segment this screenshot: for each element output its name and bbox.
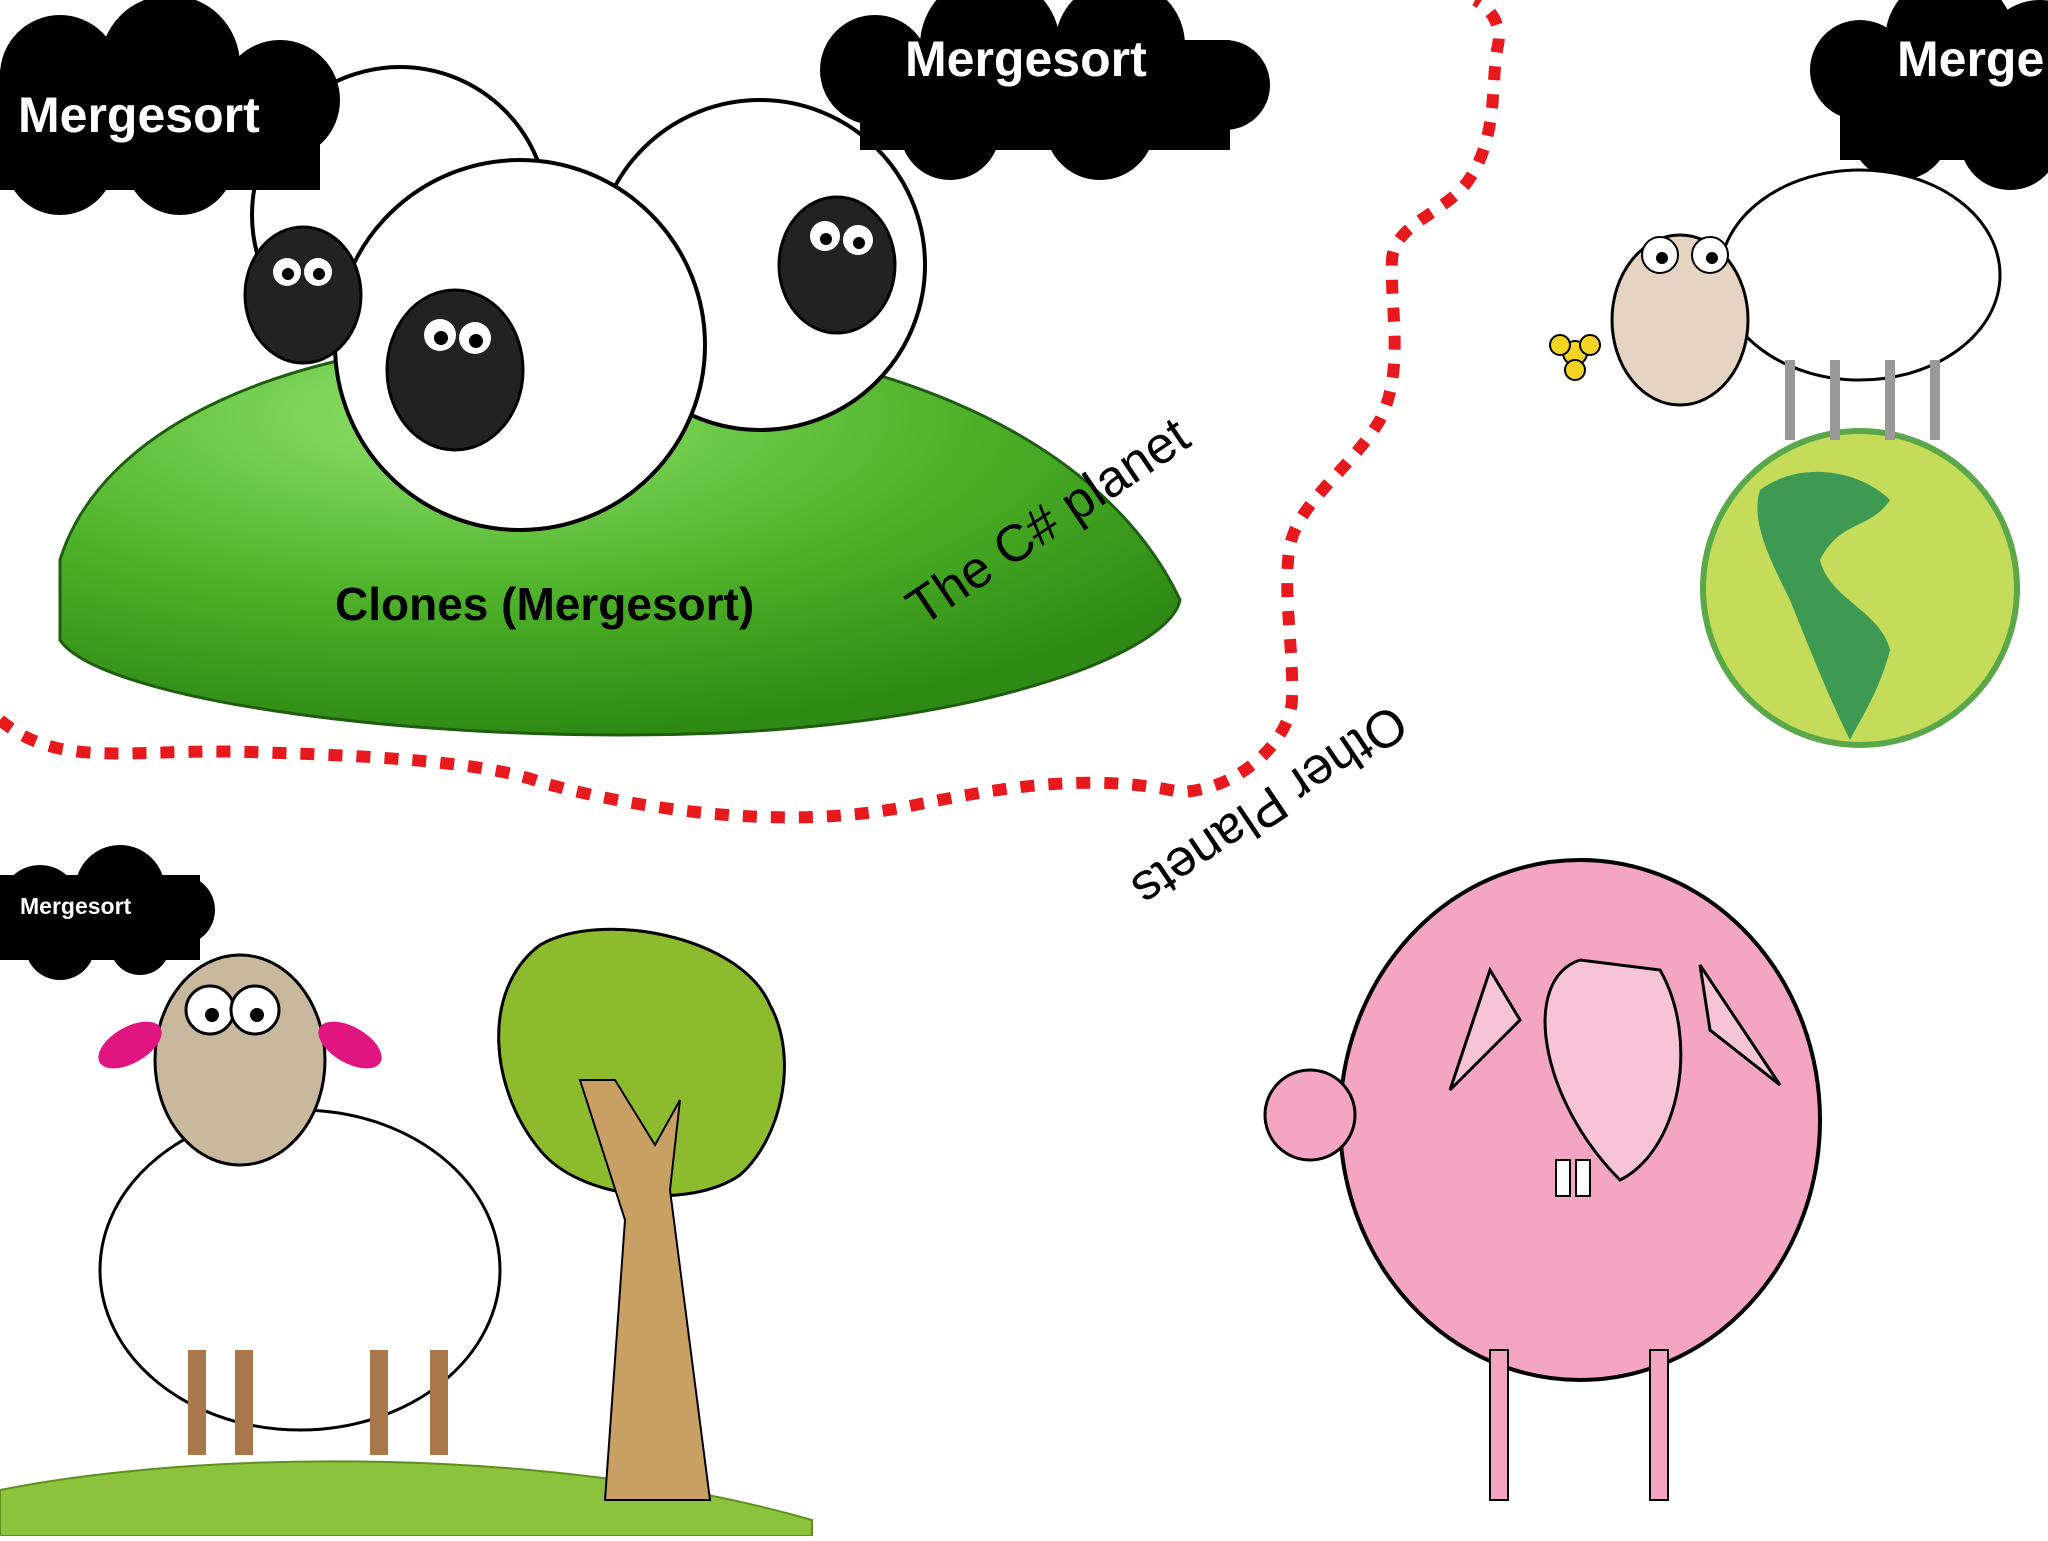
- sheep-icon: [98, 953, 502, 1455]
- clones-hill-group: [58, 65, 1182, 737]
- sheep-icon: [1610, 168, 2002, 440]
- globe-group: [1549, 168, 2020, 748]
- pink-sheep-group: [1263, 858, 1822, 1501]
- cloud-icon: [0, 0, 340, 215]
- cloud-label-top-right: Merge: [1897, 31, 2045, 87]
- tree-icon: [497, 927, 786, 1501]
- sheep-icon: [1263, 858, 1822, 1501]
- cloud-label-bottom-left: Mergesort: [20, 893, 132, 919]
- cloud-label-top-center: Mergesort: [905, 31, 1147, 87]
- cloud-label-top-left: Mergesort: [18, 87, 260, 143]
- hill-caption: Clones (Mergesort): [335, 578, 755, 630]
- meadow-group: [0, 927, 813, 1537]
- cloud-icon: [820, 0, 1270, 180]
- cloud-icon: [0, 845, 215, 980]
- cloud-icon: [1810, 0, 2048, 190]
- flower-icon: [1549, 334, 1601, 381]
- sheep-icon: [243, 65, 927, 532]
